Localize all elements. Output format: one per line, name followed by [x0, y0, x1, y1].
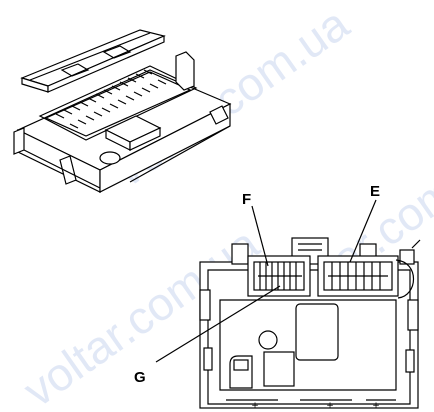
module-front-view: + + + — [199, 237, 421, 411]
connector-e — [317, 255, 399, 297]
box-component-2 — [229, 355, 253, 389]
leader-line-g — [155, 285, 281, 363]
module-body — [13, 51, 232, 193]
connector-f — [247, 255, 311, 297]
top-connector-pins — [55, 69, 167, 129]
callout-label-f: F — [242, 191, 251, 208]
callout-label-g: G — [134, 369, 146, 386]
svg-text:+: + — [326, 401, 334, 411]
relay-circle — [99, 151, 121, 165]
leader-line-f — [251, 205, 269, 267]
box-component-1 — [263, 351, 295, 387]
svg-text:+: + — [251, 401, 259, 411]
wire-loop — [395, 259, 414, 299]
callout-lines — [155, 199, 377, 363]
module-isometric-view — [13, 29, 232, 193]
callout-label-e: E — [370, 183, 380, 200]
module-cover — [20, 29, 166, 93]
large-component — [295, 303, 339, 361]
leader-line-e — [349, 199, 377, 263]
svg-text:+: + — [372, 401, 380, 411]
round-component — [258, 330, 278, 350]
